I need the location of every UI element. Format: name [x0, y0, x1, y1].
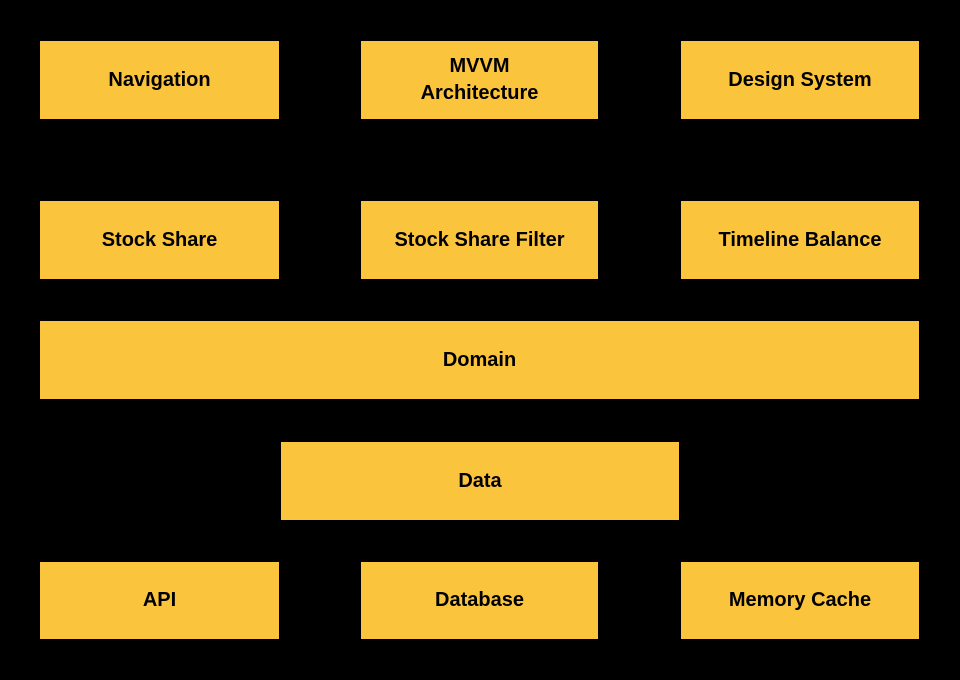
box-mvvm-architecture: MVVM Architecture: [361, 41, 598, 119]
box-navigation-label: Navigation: [108, 68, 211, 91]
box-database: Database: [361, 562, 598, 639]
box-design-system: Design System: [681, 41, 919, 119]
box-stock-share-filter: Stock Share Filter: [361, 201, 598, 279]
box-stock-share-label: Stock Share: [101, 228, 218, 251]
box-data-label: Data: [458, 469, 502, 492]
box-timeline-balance-label: Timeline Balance: [718, 228, 882, 251]
box-timeline-balance: Timeline Balance: [681, 201, 919, 279]
box-data: Data: [281, 442, 679, 520]
box-design-system-label: Design System: [728, 68, 872, 91]
box-stock-share-filter-label: Stock Share Filter: [394, 228, 565, 251]
box-memory-cache-label: Memory Cache: [728, 589, 872, 611]
box-api: API: [40, 562, 279, 639]
box-stock-share: Stock Share: [40, 201, 279, 279]
box-domain-label: Domain: [442, 348, 517, 371]
box-database-label: Database: [435, 589, 524, 611]
box-memory-cache: Memory Cache: [681, 562, 919, 639]
box-api-label: API: [142, 589, 177, 611]
box-navigation: Navigation: [40, 41, 279, 119]
box-mvvm-architecture-label: MVVM Architecture: [420, 55, 539, 104]
box-domain: Domain: [40, 321, 919, 399]
